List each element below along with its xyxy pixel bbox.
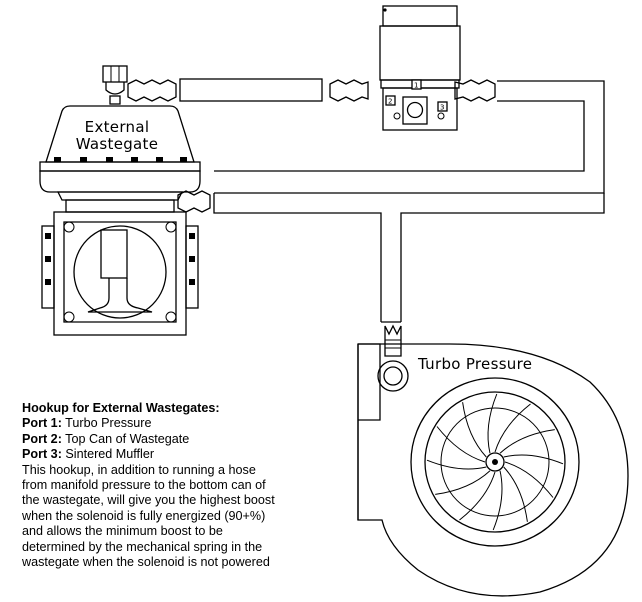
compressor-blade xyxy=(436,426,486,463)
fitting-solenoid-right xyxy=(454,79,496,102)
description-line-6: determined by the mechanical spring in t… xyxy=(22,539,263,554)
wastegate-label-line2: Wastegate xyxy=(76,135,159,153)
compressor-blade xyxy=(503,454,564,465)
fitting-wastegate-side xyxy=(177,190,211,213)
solenoid-port-2-label: 2 xyxy=(388,98,392,106)
port-2-value: Top Can of Wastegate xyxy=(65,431,190,446)
hose-solenoid-to-tee xyxy=(214,80,605,194)
compressor-blade xyxy=(504,461,554,498)
compressor-blade xyxy=(499,429,555,454)
compressor-blade xyxy=(492,470,503,531)
notes-heading: Hookup for External Wastegates: xyxy=(22,401,220,415)
compressor-blade xyxy=(459,471,496,521)
port-3-value: Sintered Muffler xyxy=(65,447,155,462)
description-line-2: from manifold pressure to the bottom can… xyxy=(22,478,266,493)
boost-control-solenoid: 1 2 3 xyxy=(379,5,461,131)
port-3-line: Port 3: Sintered Muffler xyxy=(22,447,342,462)
compressor-blades xyxy=(426,393,564,531)
hookup-notes: Hookup for External Wastegates: Port 1: … xyxy=(22,401,342,570)
fitting-turbo xyxy=(384,324,402,357)
compressor-blade xyxy=(487,393,498,454)
wastegate-label-line1: External xyxy=(85,118,150,136)
port-1-value: Turbo Pressure xyxy=(65,416,152,431)
compressor-blade xyxy=(503,466,528,522)
compressor-blade xyxy=(435,470,491,495)
flange-bolts xyxy=(54,157,187,162)
compressor-blade xyxy=(426,459,487,470)
port-2-line: Port 2: Top Can of Wastegate xyxy=(22,432,342,447)
solenoid-port-3-label: 3 xyxy=(440,104,444,112)
description-line-4: when the solenoid is fully energized (90… xyxy=(22,508,266,523)
port-1-line: Port 1: Turbo Pressure xyxy=(22,416,342,431)
external-wastegate: External Wastegate xyxy=(39,65,201,336)
compressor-blade xyxy=(462,402,487,458)
description-line-5: and allows the minimum boost to be xyxy=(22,524,223,539)
turbocharger: Turbo Pressure xyxy=(357,343,629,597)
hose-tee-to-turbo xyxy=(213,193,605,323)
compressor-blade xyxy=(494,403,531,453)
turbo-pressure-label: Turbo Pressure xyxy=(417,355,532,373)
fitting-solenoid-left xyxy=(329,79,369,102)
port-3-title: Port 3: xyxy=(22,447,62,462)
description-line-7: wastegate when the solenoid is not power… xyxy=(22,555,270,570)
description-line-3: the wastegate, will give you the highest… xyxy=(22,493,275,508)
fitting-wastegate-top xyxy=(127,79,177,102)
description-line-1: This hookup, in addition to running a ho… xyxy=(22,462,256,477)
solenoid-port-1-label: 1 xyxy=(414,82,418,90)
port-1-title: Port 1: xyxy=(22,416,62,431)
hose-wastegate-to-solenoid xyxy=(179,78,323,102)
port-2-title: Port 2: xyxy=(22,431,62,446)
